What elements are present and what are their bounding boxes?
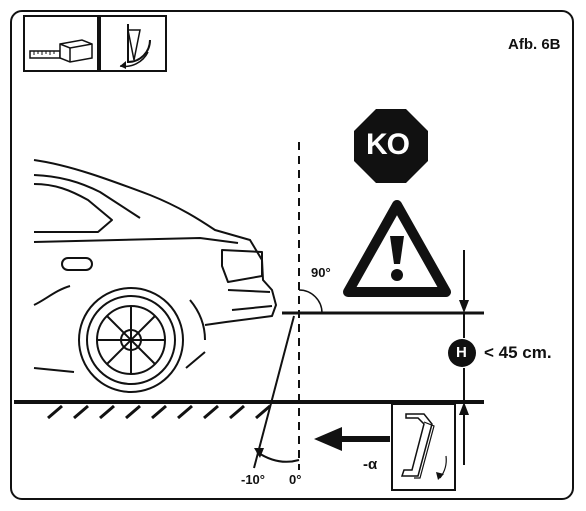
h-badge <box>448 339 476 367</box>
angle-0-label: 0° <box>289 472 302 487</box>
right-angle-arc <box>298 289 323 314</box>
car-rear-icon <box>33 159 277 393</box>
diagram-frame <box>10 10 574 500</box>
angle-minus10-label: -10° <box>241 472 265 487</box>
alpha-label: -α <box>363 456 378 473</box>
inclinometer-icon <box>99 15 167 72</box>
ground-line <box>14 400 484 420</box>
minus10-arrow <box>254 448 264 458</box>
warning-triangle-icon <box>343 200 451 297</box>
ko-sign-text: KO <box>366 128 410 161</box>
height-dimension <box>459 250 469 465</box>
tape-measure-icon <box>23 15 99 72</box>
tilted-line <box>253 315 295 469</box>
minus10-arc <box>256 451 300 463</box>
h-badge-text: H <box>456 344 467 361</box>
stop-ko-sign-icon <box>354 109 428 183</box>
height-limit-label: < 45 cm. <box>484 343 552 362</box>
inclinometer-angle-card-icon <box>391 403 456 491</box>
alpha-arrow <box>314 427 390 451</box>
figure-label: Afb. 6B <box>508 36 561 53</box>
angle-90-label: 90° <box>311 265 331 280</box>
